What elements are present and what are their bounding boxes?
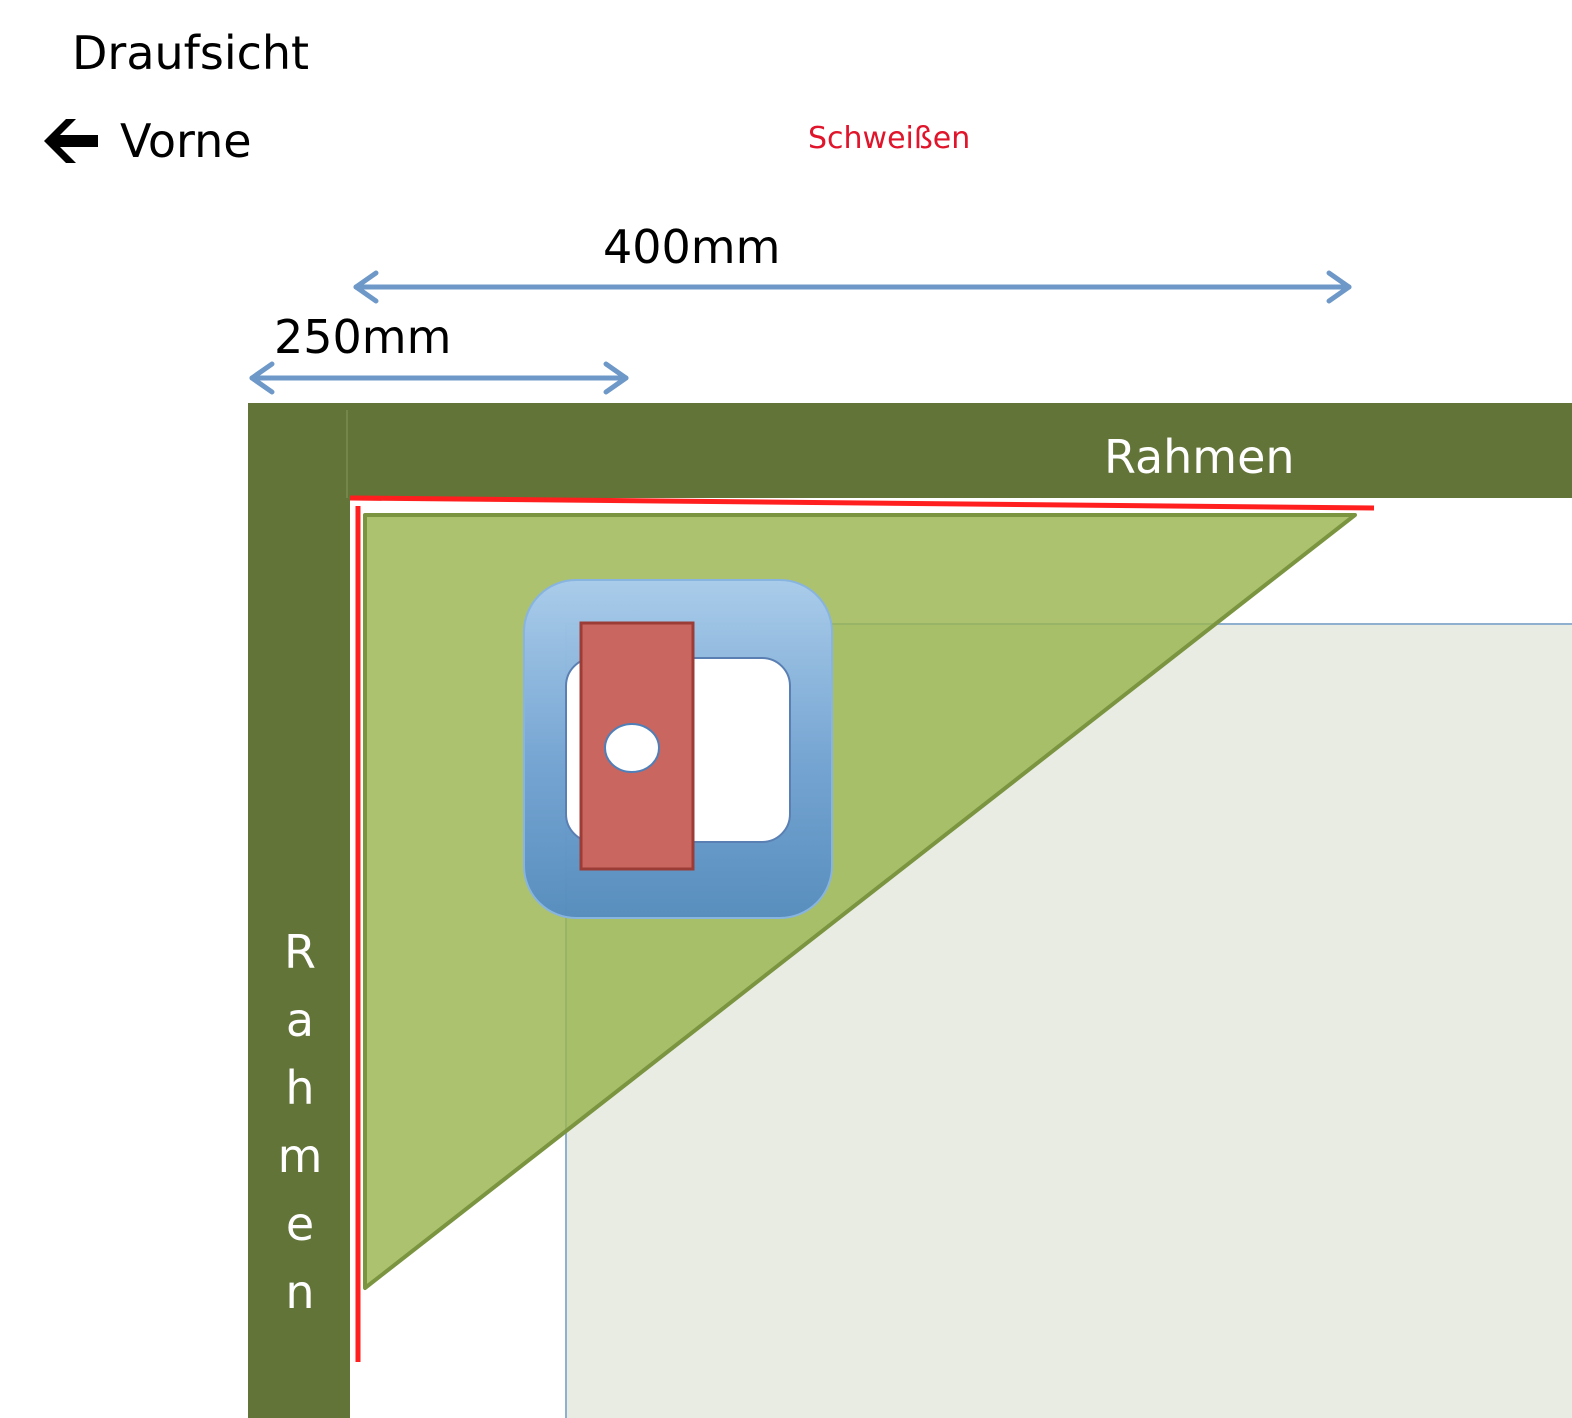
front-label: Vorne bbox=[120, 114, 252, 168]
arrow-left-icon bbox=[44, 119, 98, 163]
frame-left-label: Rahmen bbox=[277, 925, 323, 1319]
frame-left-beam bbox=[248, 403, 350, 1418]
view-title: Draufsicht bbox=[72, 26, 310, 80]
frame-top-label: Rahmen bbox=[1104, 430, 1295, 484]
dimension-arrow-250 bbox=[249, 361, 629, 395]
front-indicator: Vorne bbox=[44, 116, 252, 166]
bolt-hole bbox=[604, 723, 660, 773]
dimension-arrow-400 bbox=[353, 270, 1352, 304]
dimension-label-250: 250mm bbox=[274, 310, 452, 364]
weld-label: Schweißen bbox=[808, 121, 971, 156]
dimension-label-400: 400mm bbox=[603, 220, 781, 274]
frame-top-beam bbox=[248, 403, 1572, 498]
weld-seam-top bbox=[349, 495, 1375, 511]
